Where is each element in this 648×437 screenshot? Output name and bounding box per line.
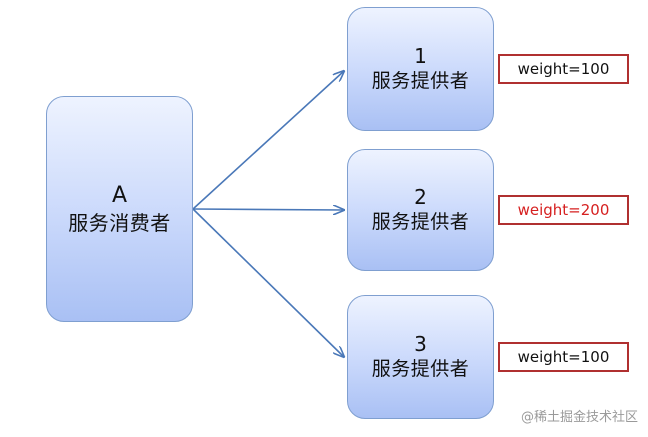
provider-node-2: 2 服务提供者 — [347, 149, 494, 271]
arrow-consumer-to-provider-2 — [192, 209, 344, 210]
provider-2-weight-box: weight=200 — [498, 195, 629, 225]
provider-2-label: 服务提供者 — [371, 211, 470, 233]
arrow-consumer-to-provider-1 — [192, 71, 344, 210]
provider-1-id: 1 — [414, 44, 427, 68]
provider-2-id: 2 — [414, 185, 427, 209]
provider-3-label: 服务提供者 — [371, 358, 470, 380]
provider-node-1: 1 服务提供者 — [347, 7, 494, 131]
provider-1-label: 服务提供者 — [371, 70, 470, 92]
watermark: @稀土掘金技术社区 — [520, 410, 638, 425]
consumer-label: 服务消费者 — [68, 211, 171, 235]
consumer-id: A — [111, 183, 128, 208]
arrow-consumer-to-provider-3 — [192, 208, 344, 357]
provider-1-weight-box: weight=100 — [498, 54, 629, 84]
provider-3-id: 3 — [414, 332, 427, 356]
provider-3-weight-box: weight=100 — [498, 342, 629, 372]
provider-node-3: 3 服务提供者 — [347, 295, 494, 419]
consumer-node: A 服务消费者 — [46, 96, 193, 322]
